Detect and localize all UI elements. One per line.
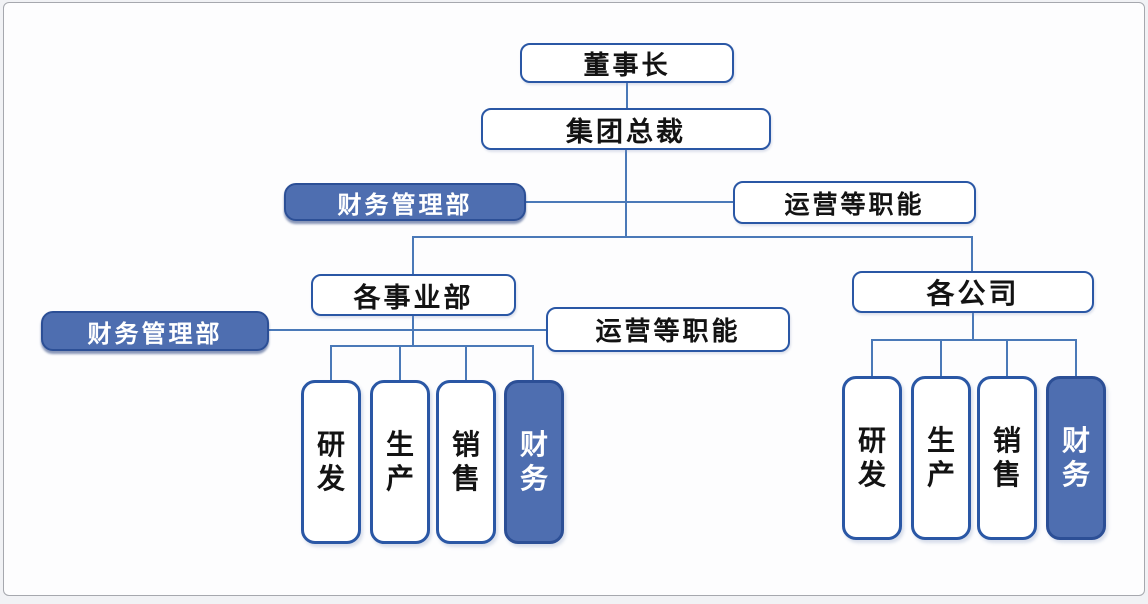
bracket-divisions-drop-1: [330, 345, 332, 381]
bracket-divisions-horizontal: [330, 345, 534, 347]
node-division-production: 生产: [370, 380, 430, 544]
node-division-finance: 财务: [504, 380, 564, 544]
node-chairman-label: 董事长: [583, 49, 671, 80]
node-company-rd: 研发: [842, 376, 902, 540]
connector-division-staff-horizontal: [269, 329, 546, 331]
connector-group-staff-horizontal: [526, 201, 733, 203]
connector-split-to-divisions: [412, 236, 414, 275]
bracket-divisions-drop-3: [465, 345, 467, 381]
node-company-finance: 财务: [1046, 376, 1106, 540]
bracket-companies-drop-4: [1075, 339, 1077, 377]
node-division-sales: 销售: [436, 380, 496, 544]
connector-companies-down: [972, 313, 974, 340]
node-division-rd: 研发: [301, 380, 361, 544]
bracket-companies-drop-3: [1006, 339, 1008, 377]
chart-card: 董事长 集团总裁 财务管理部 运营等职能 各事业部 各公司 财务管理部 运营等职…: [3, 2, 1145, 596]
connector-chairman-president: [626, 83, 628, 109]
node-company-sales: 销售: [977, 376, 1037, 540]
node-companies-label: 各公司: [926, 278, 1020, 309]
node-division-rd-label: 研发: [316, 429, 345, 494]
connector-main-split-horizontal: [412, 236, 973, 238]
node-companies: 各公司: [852, 271, 1094, 313]
node-group-operations-label: 运营等职能: [784, 190, 925, 219]
node-group-president-label: 集团总裁: [566, 116, 686, 147]
node-division-operations: 运营等职能: [546, 307, 790, 352]
bracket-companies-drop-1: [871, 339, 873, 377]
node-business-divisions: 各事业部: [311, 274, 516, 316]
node-group-finance-dept-label: 财务管理部: [337, 191, 473, 219]
connector-split-to-companies: [971, 236, 973, 272]
node-division-finance-label: 财务: [519, 429, 548, 494]
node-division-finance-dept-label: 财务管理部: [87, 320, 223, 348]
bracket-companies-horizontal: [871, 339, 1076, 341]
node-division-operations-label: 运营等职能: [595, 316, 741, 346]
bracket-companies-drop-2: [940, 339, 942, 377]
node-chairman: 董事长: [520, 43, 734, 83]
node-company-production-label: 生产: [926, 425, 955, 490]
node-business-divisions-label: 各事业部: [353, 282, 474, 313]
bracket-divisions-drop-4: [532, 345, 534, 381]
node-group-president: 集团总裁: [481, 108, 771, 150]
node-division-finance-dept: 财务管理部: [41, 311, 269, 351]
node-company-rd-label: 研发: [857, 425, 886, 490]
node-group-operations: 运营等职能: [733, 181, 976, 224]
bracket-divisions-drop-2: [399, 345, 401, 381]
node-division-sales-label: 销售: [451, 429, 480, 494]
connector-divisions-down: [412, 316, 414, 346]
node-division-production-label: 生产: [385, 429, 414, 494]
node-group-finance-dept: 财务管理部: [284, 183, 526, 221]
node-company-production: 生产: [911, 376, 971, 540]
node-company-sales-label: 销售: [992, 425, 1021, 490]
node-company-finance-label: 财务: [1061, 425, 1090, 490]
connector-president-down: [625, 150, 627, 238]
